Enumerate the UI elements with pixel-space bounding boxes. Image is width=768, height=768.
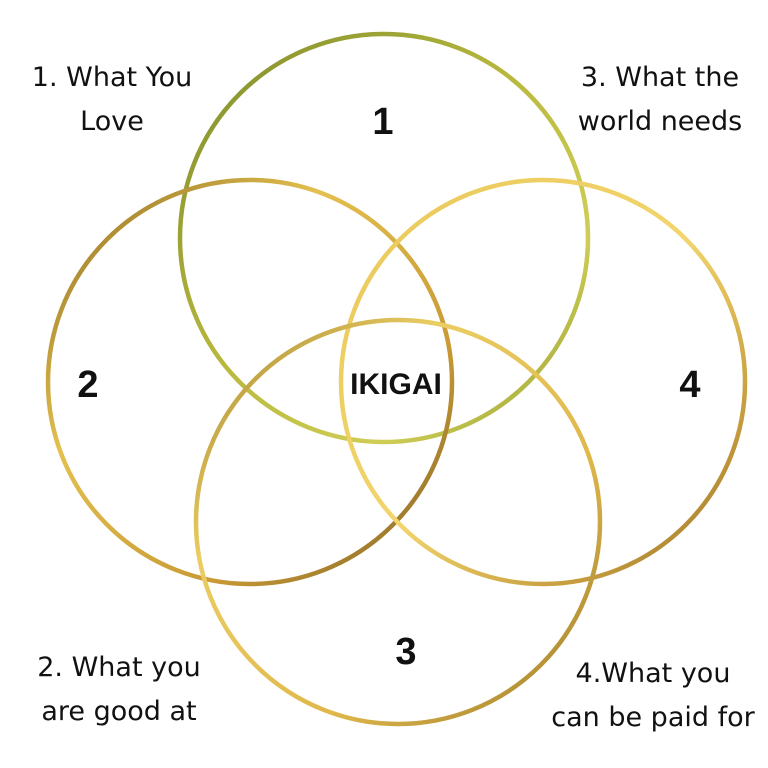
label-paid-line1: 4.What you: [575, 658, 731, 689]
label-good-line2: are good at: [41, 696, 197, 727]
label-good-line1: 2. What you: [37, 652, 201, 683]
circle-paid-for: [338, 177, 748, 587]
circle-world-needs: [193, 317, 603, 727]
label-world-line1: 3. What the: [580, 62, 740, 93]
circle-good-at: [45, 177, 455, 587]
circle-number-3: 3: [395, 631, 416, 673]
circle-love: [177, 31, 591, 445]
label-what-you-can-be-paid-for: 4.What you can be paid for: [538, 652, 768, 740]
label-what-you-love: 1. What You Love: [12, 56, 212, 144]
center-label: IKIGAI: [350, 368, 442, 401]
label-world-line2: world needs: [577, 106, 743, 137]
circle-number-4: 4: [679, 364, 700, 406]
label-what-you-are-good-at: 2. What you are good at: [14, 646, 224, 734]
circle-number-1: 1: [372, 101, 393, 143]
label-what-the-world-needs: 3. What the world needs: [560, 56, 760, 144]
label-love-line1: 1. What You: [31, 62, 193, 93]
label-love-line2: Love: [80, 106, 144, 137]
label-paid-line2: can be paid for: [551, 702, 755, 733]
circle-number-2: 2: [77, 364, 98, 406]
